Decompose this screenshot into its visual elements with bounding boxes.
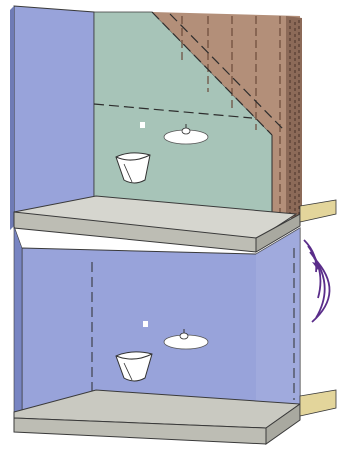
lower-room <box>14 226 336 444</box>
sound-waves <box>304 240 330 322</box>
ground-wood-floor <box>300 390 336 416</box>
upper-room <box>10 6 302 230</box>
lower-left-wall-edge <box>14 226 22 416</box>
lower-right-wall <box>256 228 300 420</box>
upper-left-wall <box>14 6 94 226</box>
wall-outlet <box>140 122 145 128</box>
wood-floor <box>300 200 336 222</box>
wall-outlet-lower <box>143 321 148 327</box>
sheathing-layer <box>286 16 302 218</box>
upper-left-wall-edge <box>10 6 14 230</box>
